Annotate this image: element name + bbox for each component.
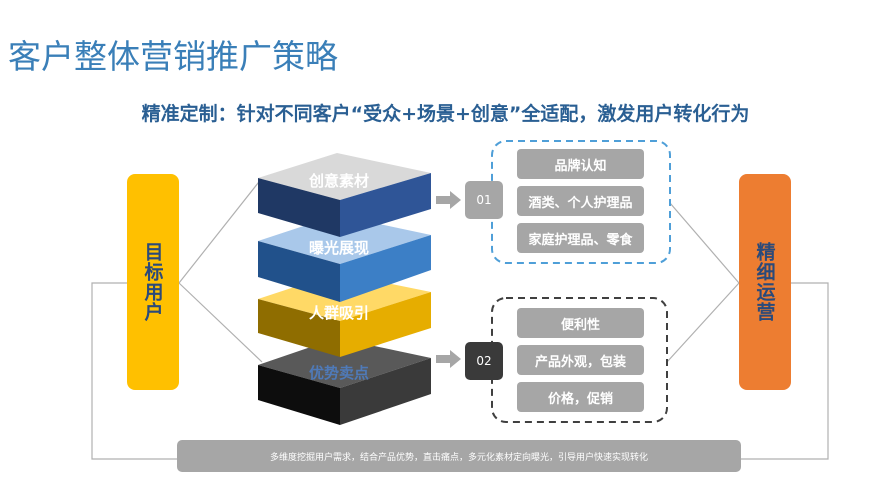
frame-line-left xyxy=(91,282,177,460)
page-title: 客户整体营销推广策略 xyxy=(8,37,338,76)
group1-item: 家庭护理品、零食 xyxy=(517,223,644,253)
connector-target-top xyxy=(178,177,263,284)
stack-layer-2 xyxy=(258,215,431,302)
arrow-right-icon xyxy=(436,191,461,209)
group2-number-badge: 02 xyxy=(465,342,503,380)
group1-item: 酒类、个人护理品 xyxy=(517,186,644,216)
layer-label-4: 优势卖点 xyxy=(308,364,369,382)
layer-label-3: 人群吸引 xyxy=(308,304,369,322)
group2-item: 产品外观，包装 xyxy=(517,345,644,375)
target-users-label: 目标用户 xyxy=(141,242,164,322)
connector-group1-ops xyxy=(669,202,740,284)
arrow-right-icon xyxy=(436,350,461,368)
group2-item: 便利性 xyxy=(517,308,644,338)
page-subtitle: 精准定制：针对不同客户“受众+场景+创意”全适配，激发用户转化行为 xyxy=(141,103,750,125)
frame-line-right xyxy=(741,282,829,460)
group1-number-badge: 01 xyxy=(465,181,503,219)
stack-layer-1 xyxy=(258,153,431,237)
connector-target-bottom xyxy=(178,282,263,363)
summary-text: 多维度挖掘用户需求，结合产品优势，直击痛点，多元化素材定向曝光，引导用户快速实现… xyxy=(269,452,648,463)
fine-operations-label: 精细运营 xyxy=(753,242,776,322)
group2-frame xyxy=(491,297,668,423)
group1-item: 品牌认知 xyxy=(517,149,644,179)
group2-item: 价格，促销 xyxy=(517,382,644,412)
connector-group2-ops xyxy=(666,282,740,363)
layer-label-1: 创意素材 xyxy=(308,172,369,190)
stack-layer-4 xyxy=(258,338,431,425)
fine-operations-box: 精细运营 xyxy=(739,174,791,390)
target-users-box: 目标用户 xyxy=(127,174,179,390)
summary-bar: 多维度挖掘用户需求，结合产品优势，直击痛点，多元化素材定向曝光，引导用户快速实现… xyxy=(177,440,741,472)
layer-label-2: 曝光展现 xyxy=(308,239,369,257)
